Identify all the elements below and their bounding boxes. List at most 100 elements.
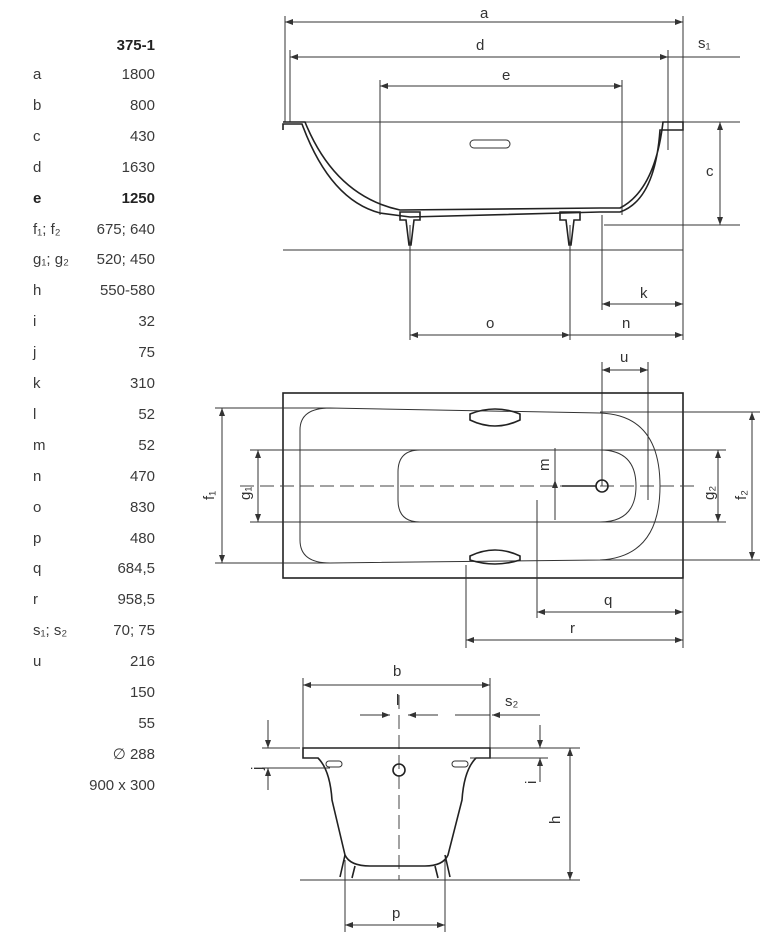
spec-value: 684,5 — [117, 560, 155, 578]
spec-value: 70; 75 — [113, 622, 155, 640]
spec-value: 800 — [129, 96, 155, 114]
spec-row: k 310 — [33, 372, 155, 396]
label-i: i — [523, 781, 540, 784]
handle-bottom — [469, 549, 521, 565]
spec-value: 470 — [129, 467, 155, 485]
spec-row: q 684,5 — [33, 557, 155, 581]
spec-key: h — [33, 282, 42, 300]
spec-row: i 32 — [33, 310, 155, 334]
spec-value: 1800 — [121, 66, 155, 83]
tub-side-profile — [282, 121, 684, 218]
label-g1: g₁ — [237, 487, 254, 500]
spec-row: a 1800 — [33, 63, 155, 87]
tub-end-profile — [302, 747, 491, 867]
spec-row: g₁; g₂ 520; 450 — [33, 248, 155, 272]
spec-value: 52 — [138, 405, 155, 423]
label-k: k — [640, 285, 648, 302]
label-r: r — [570, 620, 575, 637]
spec-key: n — [33, 467, 42, 485]
foot-right — [559, 211, 581, 246]
tub-basin-outline — [299, 407, 661, 564]
label-d: d — [476, 37, 484, 54]
spec-row: j 75 — [33, 341, 155, 365]
spec-value: 1250 — [121, 189, 155, 207]
spec-key: g₁; g₂ — [33, 251, 69, 269]
handle-top — [469, 408, 521, 427]
plan-view: u m f₁ g₁ g₂ f₂ q r — [201, 349, 760, 648]
spec-key: p — [33, 529, 42, 547]
spec-row: d 1630 — [33, 156, 155, 180]
label-m: m — [536, 459, 553, 472]
spec-value: 430 — [129, 127, 155, 145]
label-j: j — [249, 767, 266, 771]
spec-key: b — [33, 96, 42, 114]
spec-value: 52 — [138, 436, 155, 454]
spec-row: c 430 — [33, 125, 155, 149]
spec-value: ∅ 288 — [112, 745, 155, 763]
spec-row: n 470 — [33, 465, 155, 489]
foot-left — [399, 211, 421, 246]
spec-value: 150 — [129, 684, 155, 701]
spec-key: r — [33, 591, 38, 609]
spec-row: ∅ 288 — [33, 743, 155, 767]
spec-row: p 480 — [33, 527, 155, 551]
spec-value: 900 x 300 — [89, 776, 155, 794]
label-p: p — [392, 905, 400, 922]
spec-key: l — [33, 405, 37, 423]
label-s1: s₁ — [698, 35, 711, 52]
spec-key: e — [33, 189, 42, 207]
spec-key: a — [33, 66, 42, 83]
label-l: l — [396, 692, 399, 709]
label-g2: g₂ — [701, 486, 718, 500]
overflow-icon — [392, 763, 406, 777]
label-q: q — [604, 592, 612, 609]
spec-model-header: 375-1 — [33, 34, 155, 58]
handle-side — [469, 139, 511, 149]
spec-key: o — [33, 498, 42, 516]
spec-row: m 52 — [33, 434, 155, 458]
spec-key: j — [33, 344, 37, 362]
spec-value: 1630 — [121, 158, 155, 176]
spec-value: 675; 640 — [96, 220, 155, 238]
spec-row: b 800 — [33, 94, 155, 118]
spec-row: 900 x 300 — [33, 774, 155, 798]
label-e: e — [502, 67, 510, 84]
spec-key: u — [33, 653, 42, 671]
spec-key: s₁; s₂ — [33, 622, 68, 640]
spec-value: 958,5 — [117, 591, 155, 609]
spec-value: 310 — [129, 375, 155, 392]
spec-row: e 1250 — [33, 187, 155, 211]
spec-value: 75 — [138, 344, 155, 362]
spec-row: f₁; f₂ 675; 640 — [33, 218, 155, 242]
spec-value: 32 — [138, 313, 155, 331]
spec-key: k — [33, 375, 41, 392]
label-s2: s₂ — [505, 693, 519, 710]
spec-key: m — [33, 436, 46, 454]
label-u: u — [620, 349, 628, 366]
spec-value: 55 — [138, 714, 155, 732]
spec-key: i — [33, 313, 37, 331]
label-b: b — [393, 663, 401, 680]
label-f1: f₁ — [201, 491, 218, 500]
spec-row: r 958,5 — [33, 588, 155, 612]
spec-row: s₁; s₂ 70; 75 — [33, 619, 155, 643]
spec-key: q — [33, 560, 42, 578]
spec-value: 520; 450 — [96, 251, 155, 269]
spec-row: 55 — [33, 712, 155, 736]
spec-key: f₁; f₂ — [33, 220, 61, 238]
spec-key: c — [33, 127, 41, 145]
side-view: a d s₁ e c k o n — [282, 5, 740, 340]
label-n: n — [622, 315, 630, 332]
label-f2: f₂ — [733, 490, 750, 500]
spec-key: d — [33, 158, 42, 176]
end-view: b l s₂ j i h p — [249, 663, 580, 932]
label-a: a — [480, 5, 489, 22]
spec-row: 150 — [33, 681, 155, 705]
label-o: o — [486, 315, 494, 332]
spec-value: 480 — [129, 529, 155, 547]
label-c: c — [706, 163, 714, 180]
label-h: h — [547, 816, 564, 824]
